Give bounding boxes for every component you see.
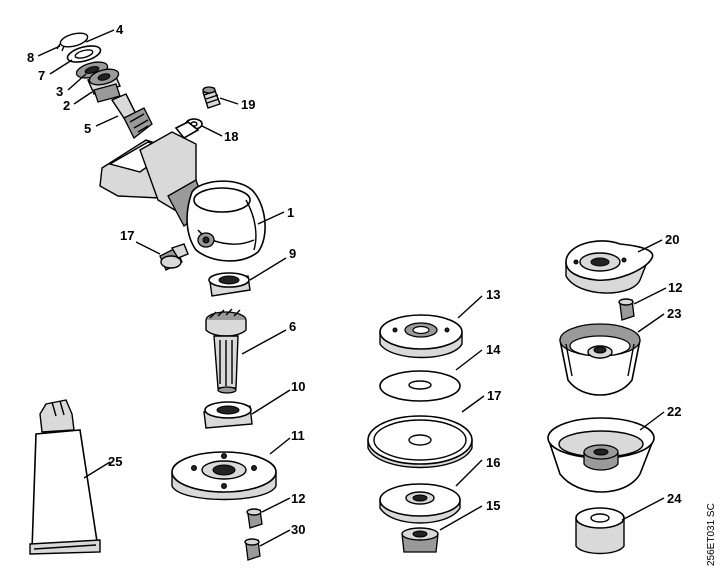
part-label-11: 11 [291,428,305,443]
grease-tube-part-25 [29,399,101,555]
thrust-plate-part-16 [379,483,461,524]
thrust-plate-part-21 [565,240,654,294]
part-label-12-left: 12 [291,491,305,506]
part-label-18: 17 [120,228,134,243]
thrust-plate-part-13 [379,314,463,359]
bevel-pinion-part [110,93,153,139]
part-label-25: 25 [108,454,122,469]
washer-part [66,45,102,63]
glide-disc-part-22 [547,417,655,493]
nut-part-15 [401,527,439,553]
drawing-code: 256ET031 SC [706,503,717,566]
ball-bearing-part-9 [208,272,251,297]
part-label-19: 18 [224,129,238,144]
part-label-24: 24 [667,491,682,506]
part-labels: 8 4 7 3 2 5 19 18 1 17 9 6 10 11 12 30 2… [27,22,682,537]
part-label-5: 5 [84,121,91,136]
glide-disc-part-23 [559,323,641,396]
part-label-17: 17 [487,388,501,403]
part-label-2: 2 [63,98,70,113]
part-label-21: 20 [665,232,679,247]
washer-part-14 [379,370,461,402]
bearing-part-mid [87,68,121,95]
part-label-10: 10 [291,379,305,394]
screw-part-12-right [618,298,635,321]
sleeve-part-24 [575,507,625,555]
part-label-8: 8 [27,50,34,65]
thrust-plate-part-11 [171,451,277,501]
part-label-13: 13 [486,287,500,302]
part-label-15: 15 [486,498,500,513]
part-label-14: 14 [486,342,501,357]
part-label-30: 30 [291,522,305,537]
plug-screw-part-18 [159,243,189,271]
part-label-6: 6 [289,319,296,334]
part-label-7: 7 [38,68,45,83]
ball-bearing-part-10 [203,401,253,429]
disc-part-17 [367,415,473,469]
screw-part-12-left [246,508,263,529]
leader-lines [37,29,667,547]
gear-housing-part [99,121,266,262]
part-label-20: 19 [241,97,255,112]
part-label-9: 9 [289,246,296,261]
part-label-22: 22 [667,404,681,419]
part-label-16: 16 [486,455,500,470]
part-label-12-right: 12 [668,280,682,295]
part-label-3: 3 [56,84,63,99]
gear-shaft-part-6 [205,308,247,394]
screw-part-30 [244,538,261,561]
part-label-4: 4 [116,22,124,37]
part-label-23: 23 [667,306,681,321]
part-label-1: 1 [287,205,294,220]
screw-part-20 [202,86,221,109]
